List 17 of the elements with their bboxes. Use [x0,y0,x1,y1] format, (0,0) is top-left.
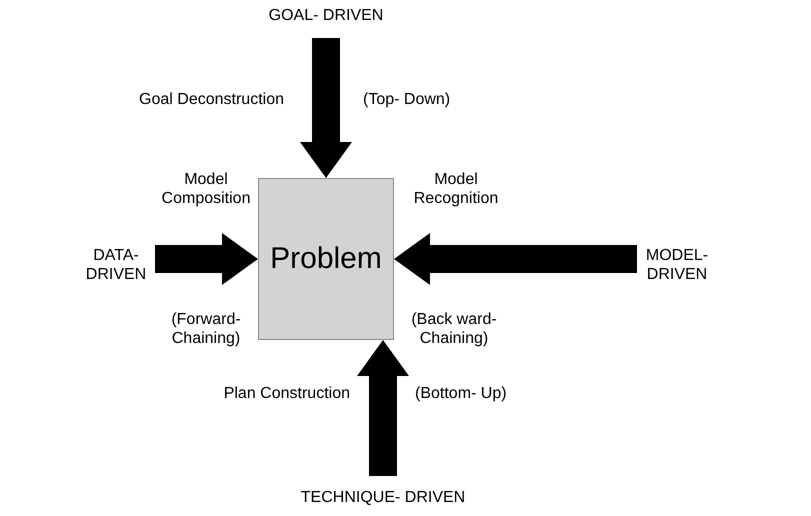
edge-note: (Bottom- Up) [415,384,508,403]
edge-note: (Forward- Chaining) [170,310,242,348]
edge-label: Goal Deconstruction [138,90,284,109]
edge-note: (Top- Down) [363,90,452,109]
direction-label: MODEL- DRIVEN [637,246,717,286]
problem-box: Problem [258,178,394,340]
block-arrow [155,233,258,285]
edge-label: Plan Construction [222,384,350,403]
block-arrow [300,38,352,178]
edge-note: (Back ward- Chaining) [410,310,498,348]
direction-label: TECHNIQUE- DRIVEN [275,488,491,510]
edge-label: Model Composition [160,170,252,208]
direction-label: GOAL- DRIVEN [236,6,416,28]
block-arrow [394,233,637,285]
block-arrow [357,340,409,476]
direction-label: DATA- DRIVEN [77,246,155,286]
edge-label: Model Recognition [412,170,500,208]
